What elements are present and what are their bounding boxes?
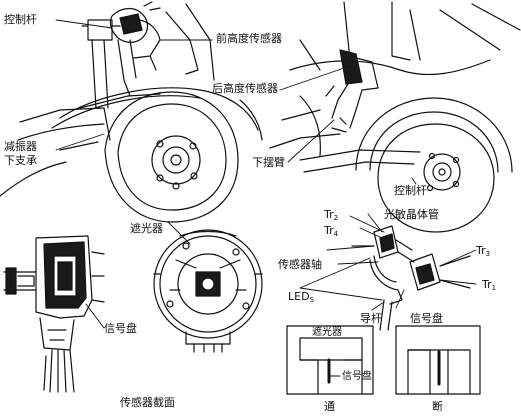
label-shutter: 遮光器 [130, 222, 163, 235]
label-state-off: 断 [432, 400, 443, 413]
label-sensor-section: 传感器截面 [120, 396, 175, 409]
label-tr2: Tr2 [324, 208, 339, 222]
state-boxes [286, 325, 481, 395]
front-wheel-assembly [0, 1, 263, 223]
label-state-on: 通 [324, 400, 335, 413]
sensor-disc-top-view [153, 229, 263, 353]
label-tr3: Tr3 [476, 244, 491, 258]
rear-wheel-assembly [269, 1, 521, 233]
label-control-rod-rear: 控制杆 [394, 184, 427, 197]
photo-interrupter-detail [351, 225, 471, 331]
label-signal-disc-right: 信号盘 [410, 312, 443, 325]
label-tr4: Tr4 [324, 224, 339, 238]
label-shock-absorber-2: 下支承 [4, 154, 37, 167]
label-signal-disc-left: 信号盘 [104, 322, 137, 335]
label-shock-absorber-1: 减振器 [4, 140, 37, 153]
label-rear-height-sensor: 后高度传感器 [212, 82, 278, 95]
label-guide-rod: 导杆 [360, 312, 382, 325]
label-box-signal-disc: 信号盘 [342, 371, 372, 382]
sensor-cross-section [3, 235, 105, 393]
label-box-shutter: 遮光器 [312, 327, 342, 338]
label-phototransistor: 光敏晶体管 [384, 208, 439, 221]
label-leds: LEDS [288, 290, 315, 304]
label-lower-arm: 下摆臂 [252, 156, 285, 169]
label-front-height-sensor: 前高度传感器 [216, 32, 282, 45]
leader-lines [55, 19, 477, 377]
label-control-rod-front: 控制杆 [4, 13, 37, 26]
label-tr1: Tr1 [482, 278, 497, 292]
label-sensor-shaft: 传感器轴 [278, 258, 322, 271]
